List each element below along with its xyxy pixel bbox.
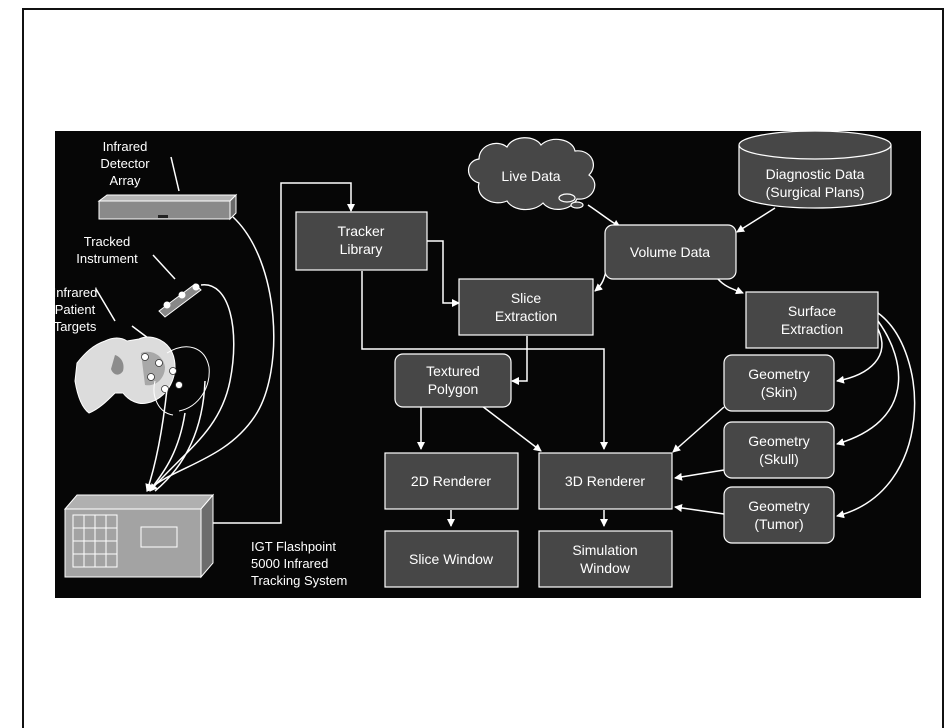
renderer-3d-node: 3D Renderer [538, 452, 673, 510]
pipeline-connectors [213, 182, 916, 527]
tracking-cables [145, 216, 275, 492]
pipeline-diagram: Infrared Detector Array Tracked Instrume… [53, 130, 916, 588]
patient-targets-label-line3: Targets [55, 319, 97, 334]
surface-extraction-node: Surface Extraction [745, 291, 879, 349]
svg-text:Geometry: Geometry [748, 498, 809, 514]
tracking-system-label-line2: 5000 Infrared [251, 556, 328, 571]
slice-window-node: Slice Window [384, 530, 519, 588]
svg-text:Slice: Slice [511, 290, 542, 306]
detector-label-leader [170, 156, 180, 192]
svg-text:Surface: Surface [788, 303, 836, 319]
patient-targets-label-line1: Infrared [55, 285, 97, 300]
patient-targets-label-line2: Patient [55, 302, 96, 317]
svg-text:2D Renderer: 2D Renderer [411, 473, 491, 489]
tracking-system-unit-icon [63, 493, 215, 579]
svg-text:Extraction: Extraction [495, 308, 557, 324]
svg-text:(Tumor): (Tumor) [754, 516, 803, 532]
detector-label-line3: Array [109, 173, 141, 188]
simulation-window-node: Simulation Window [538, 530, 673, 588]
detector-label-line2: Detector [100, 156, 150, 171]
textured-polygon-node: Textured Polygon [394, 353, 512, 408]
tracked-instrument-icon [158, 283, 202, 318]
renderer-2d-node: 2D Renderer [384, 452, 519, 510]
diagnostic-data-cylinder: Diagnostic Data (Surgical Plans) [738, 130, 892, 209]
svg-text:Polygon: Polygon [428, 381, 479, 397]
svg-text:(Skin): (Skin) [761, 384, 798, 400]
svg-text:Live Data: Live Data [501, 168, 560, 184]
live-data-cloud: Live Data [467, 137, 596, 211]
svg-text:Diagnostic Data: Diagnostic Data [766, 166, 865, 182]
svg-text:Simulation: Simulation [572, 542, 637, 558]
infrared-detector-array-icon [97, 193, 238, 221]
tracking-system-label-line3: Tracking System [251, 573, 347, 588]
geometry-skin-node: Geometry (Skin) [723, 354, 835, 412]
svg-text:3D Renderer: 3D Renderer [565, 473, 645, 489]
svg-text:Library: Library [340, 241, 383, 257]
svg-text:(Skull): (Skull) [759, 451, 799, 467]
svg-text:Extraction: Extraction [781, 321, 843, 337]
svg-text:Textured: Textured [426, 363, 480, 379]
slice-extraction-node: Slice Extraction [458, 278, 594, 336]
instrument-label-line2: Instrument [76, 251, 138, 266]
instrument-label-line1: Tracked [84, 234, 130, 249]
svg-text:Tracker: Tracker [338, 223, 385, 239]
patient-head-icon [74, 336, 210, 416]
detector-label-line1: Infrared [103, 139, 148, 154]
geometry-tumor-node: Geometry (Tumor) [723, 486, 835, 544]
svg-text:Slice Window: Slice Window [409, 551, 494, 567]
svg-text:Geometry: Geometry [748, 433, 809, 449]
geometry-skull-node: Geometry (Skull) [723, 421, 835, 479]
tracking-system-label-line1: IGT Flashpoint [251, 539, 336, 554]
svg-text:Window: Window [580, 560, 631, 576]
svg-text:Volume Data: Volume Data [630, 244, 710, 260]
svg-text:Geometry: Geometry [748, 366, 809, 382]
tracker-library-node: Tracker Library [295, 211, 428, 271]
volume-data-node: Volume Data [604, 224, 737, 280]
diagram-panel: Infrared Detector Array Tracked Instrume… [53, 130, 921, 598]
svg-text:(Surgical Plans): (Surgical Plans) [766, 184, 865, 200]
